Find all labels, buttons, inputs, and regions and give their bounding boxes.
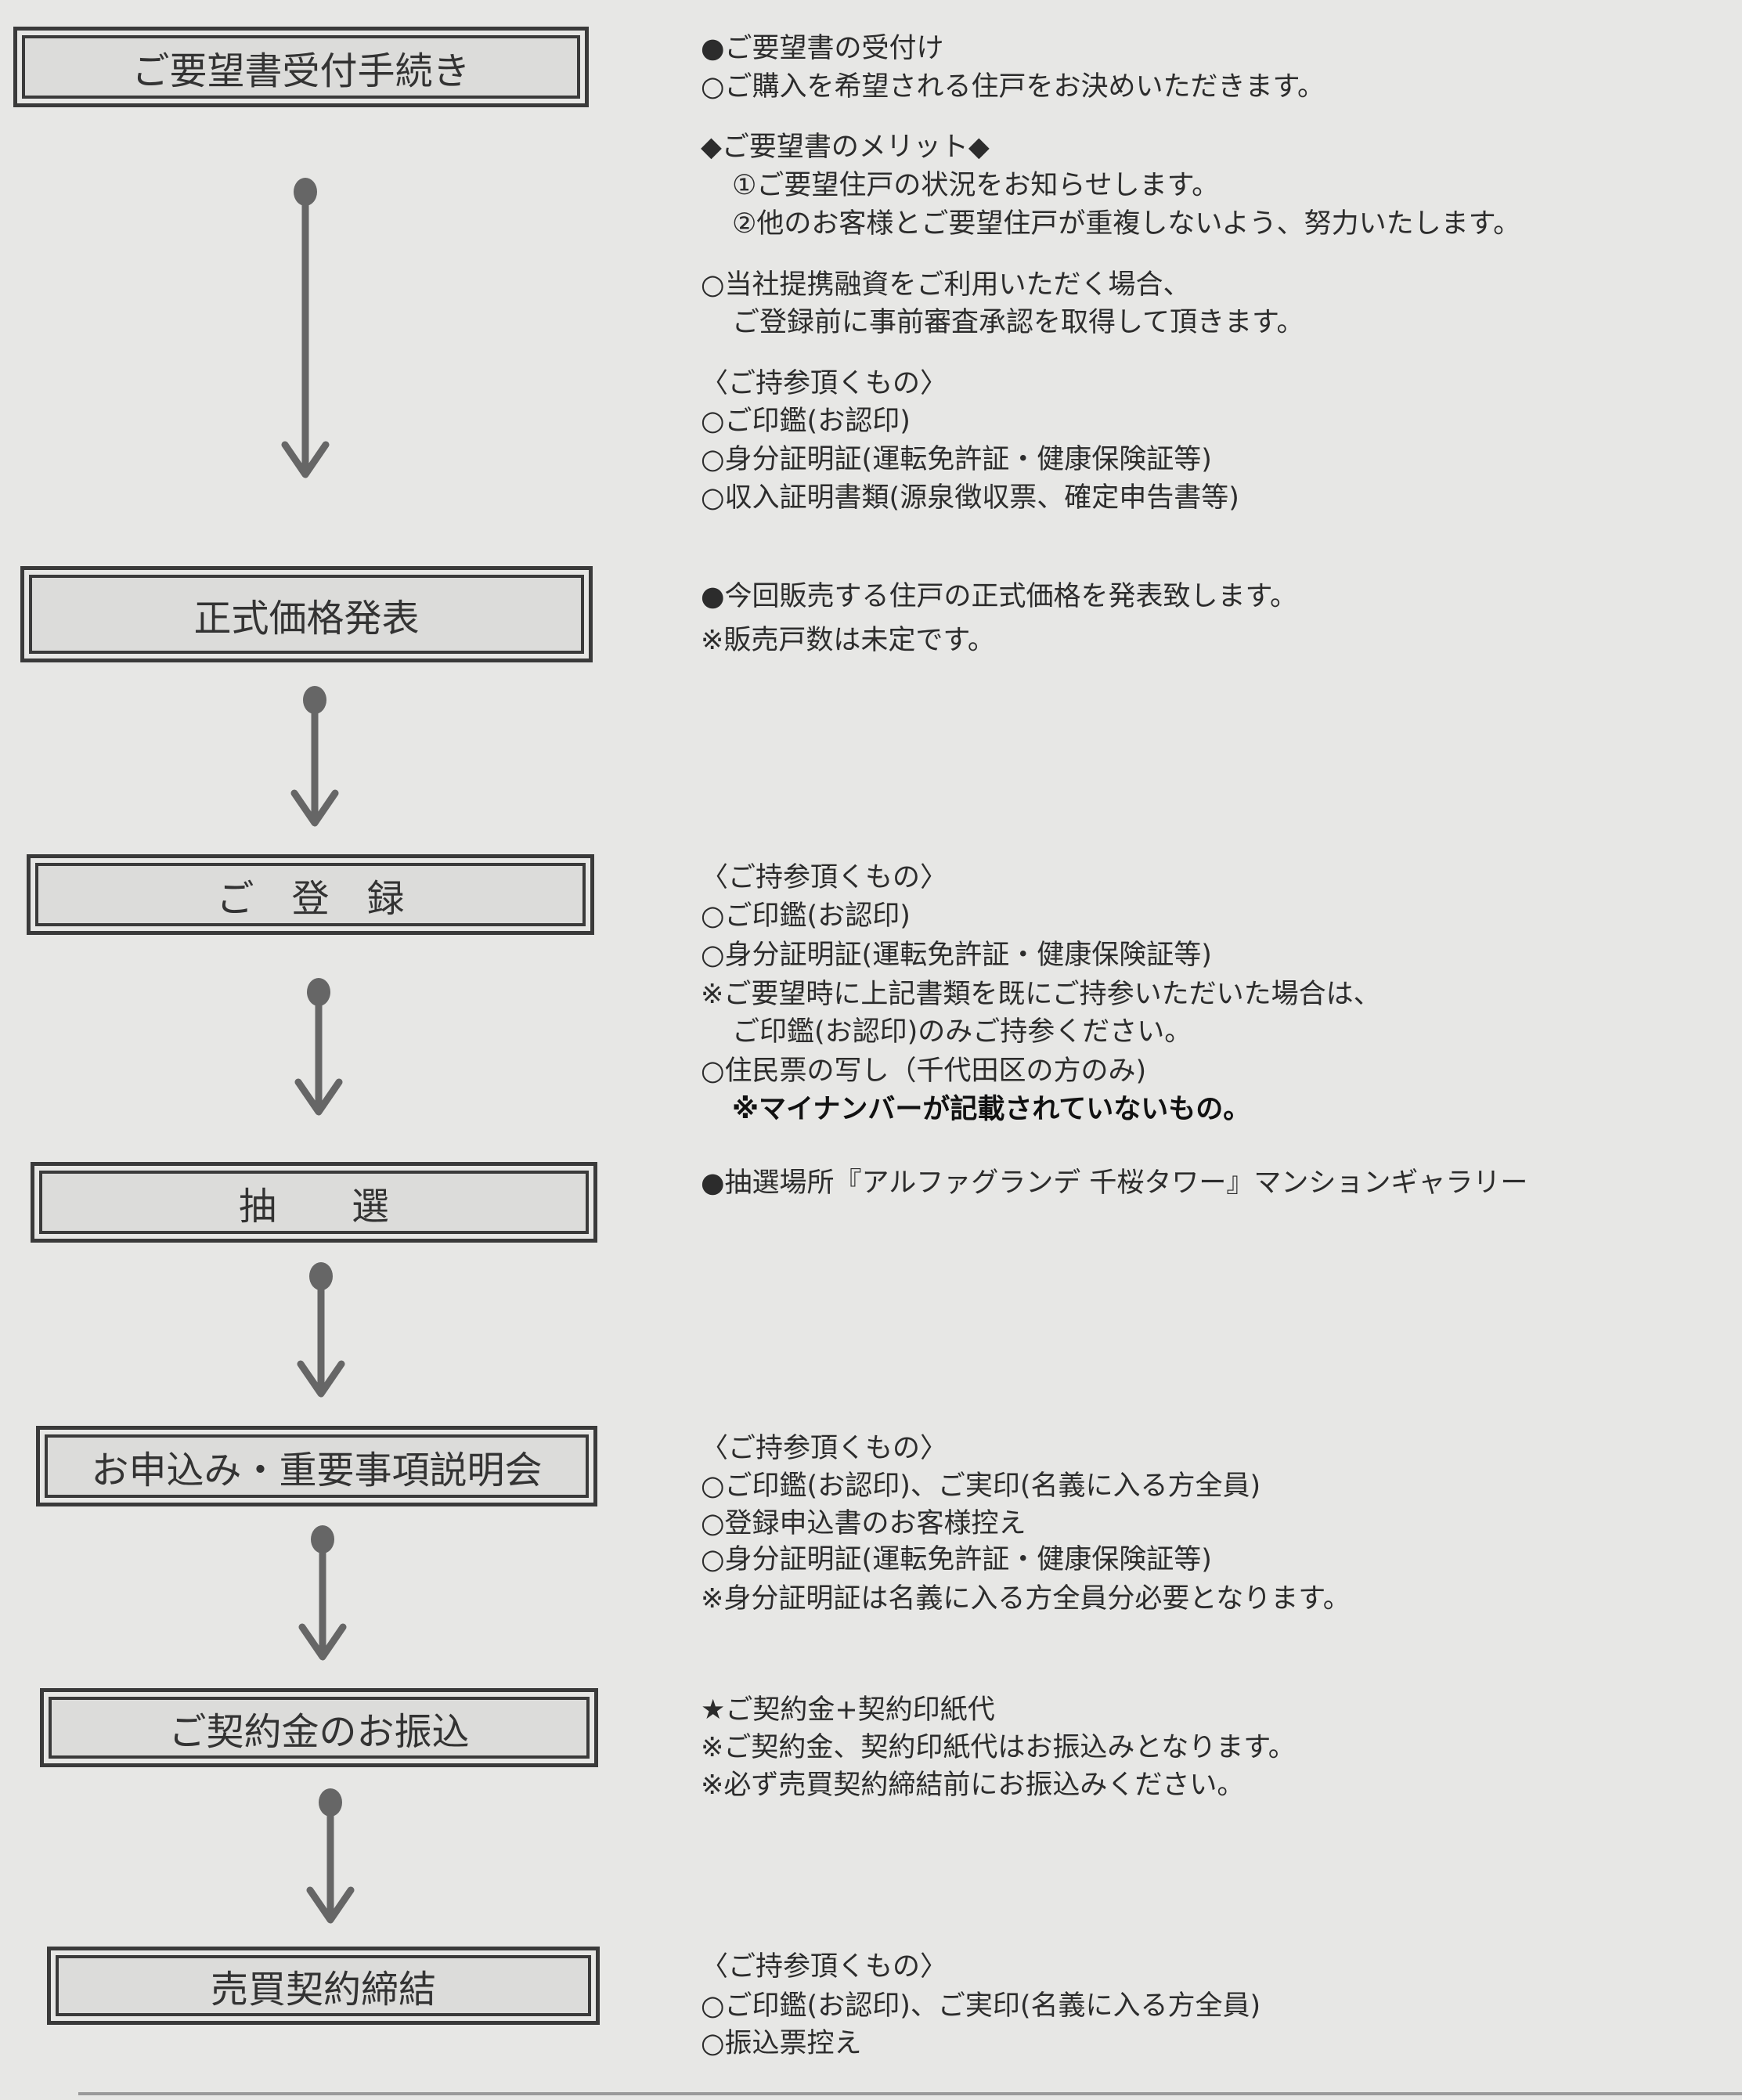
note-line: ※ご契約金、契約印紙代はお振込みとなります。: [701, 1732, 1296, 1763]
step-box-lottery: 抽 選: [31, 1162, 597, 1243]
down-arrow-icon: [297, 1262, 345, 1398]
note-line: ●今回販売する住戸の正式価格を発表致します。: [701, 581, 1298, 612]
step-title: ご 登 録: [35, 863, 586, 926]
down-arrow-icon: [298, 1525, 347, 1661]
step-box-application-and-explanation: お申込み・重要事項説明会: [36, 1426, 597, 1506]
note-line: ○ご印鑑(お認印): [701, 406, 911, 437]
step-box-registration: ご 登 録: [27, 854, 594, 935]
down-arrow-icon: [306, 1788, 355, 1924]
note-line: ○振込票控え: [701, 2028, 862, 2059]
note-line: ○身分証明証(運転免許証・健康保険証等): [701, 444, 1212, 475]
note-line: ○住民票の写し（千代田区の方のみ): [701, 1055, 1147, 1087]
note-line: ※マイナンバーが記載されていないもの。: [732, 1094, 1251, 1125]
note-line: ※身分証明証は名義に入る方全員分必要となります。: [701, 1583, 1351, 1615]
down-arrow-icon: [290, 686, 339, 827]
note-line: ※必ず売買契約締結前にお振込みください。: [701, 1770, 1245, 1801]
note-line: ○身分証明証(運転免許証・健康保険証等): [701, 940, 1212, 971]
note-line: ○登録申込書のお客様控え: [701, 1508, 1026, 1539]
note-line: ①ご要望住戸の状況をお知らせします。: [732, 170, 1220, 201]
note-line: 〈ご持参頂くもの〉: [701, 1951, 948, 1983]
note-line: 〈ご持参頂くもの〉: [701, 1433, 948, 1464]
note-line: ○ご購入を希望される住戸をお決めいただきます。: [701, 71, 1325, 103]
step-box-sales-contract-signing: 売買契約締結: [47, 1947, 600, 2025]
note-line: ○ご印鑑(お認印): [701, 900, 911, 932]
note-line: ○収入証明書類(源泉徴収票、確定申告書等): [701, 482, 1239, 514]
note-line: ②他のお客様とご要望住戸が重複しないよう、努力いたします。: [732, 208, 1521, 240]
step-title: 売買契約締結: [56, 1955, 591, 2016]
note-line: ◆ご要望書のメリット◆: [701, 132, 990, 163]
note-line: ご登録前に事前審査承認を取得して頂きます。: [732, 307, 1304, 338]
down-arrow-icon: [281, 178, 330, 478]
note-line: ○当社提携融資をご利用いただく場合、: [701, 269, 1191, 301]
note-line: 〈ご持参頂くもの〉: [701, 368, 948, 399]
note-line: ※販売戸数は未定です。: [701, 625, 995, 656]
note-line: ★ご契約金+契約印紙代: [701, 1694, 995, 1726]
step-title: 抽 選: [39, 1171, 589, 1234]
step-title: お申込み・重要事項説明会: [45, 1434, 589, 1498]
step-box-official-price-announcement: 正式価格発表: [20, 566, 593, 662]
note-line: ○ご印鑑(お認印)、ご実印(名義に入る方全員): [701, 1470, 1261, 1502]
down-arrow-icon: [294, 978, 343, 1116]
note-line: 〈ご持参頂くもの〉: [701, 862, 948, 893]
note-line: ※ご要望時に上記書類を既にご持参いただいた場合は、: [701, 979, 1381, 1010]
note-line: ●ご要望書の受付け: [701, 33, 944, 64]
step-title: ご要望書受付手続き: [22, 35, 580, 99]
note-line: ○身分証明証(運転免許証・健康保険証等): [701, 1544, 1212, 1575]
step-title: ご契約金のお振込: [49, 1697, 590, 1759]
step-box-request-acceptance: ご要望書受付手続き: [13, 27, 589, 107]
step-box-contract-deposit-transfer: ご契約金のお振込: [40, 1688, 598, 1767]
note-line: ○ご印鑑(お認印)、ご実印(名義に入る方全員): [701, 1990, 1261, 2022]
note-line: ご印鑑(お認印)のみご持参ください。: [732, 1016, 1192, 1048]
step-title: 正式価格発表: [29, 575, 584, 654]
bottom-rule: [78, 2092, 1742, 2095]
note-line: ●抽選場所『アルファグランデ 千桜タワー』マンションギャラリー: [701, 1167, 1528, 1199]
